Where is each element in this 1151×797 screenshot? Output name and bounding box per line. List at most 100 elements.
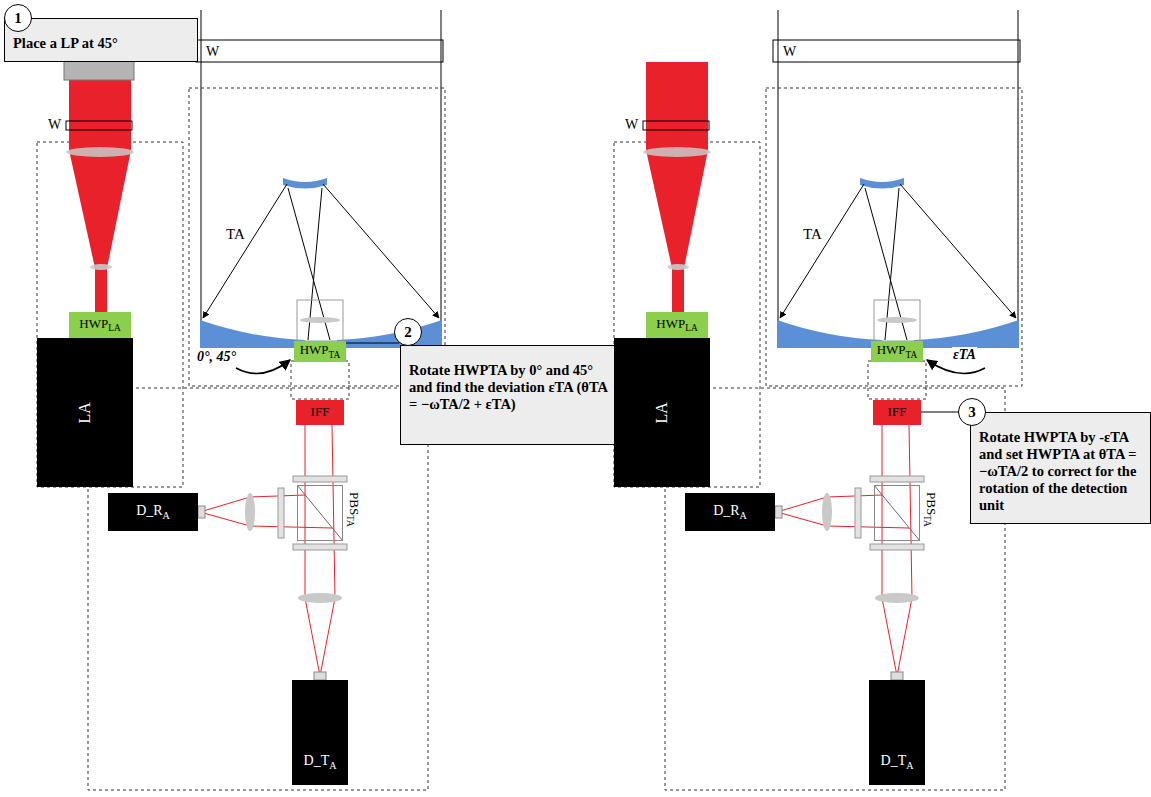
laser-assembly: LA xyxy=(614,338,710,487)
detector-window xyxy=(198,506,205,518)
telescope-side xyxy=(778,10,779,322)
node-text: HWP xyxy=(877,342,906,357)
beam-splitter: PBSTA xyxy=(874,485,920,541)
pbs-diagonal xyxy=(297,485,343,541)
detector-window xyxy=(314,672,326,680)
window xyxy=(196,40,443,62)
detector: D_TA xyxy=(292,680,348,785)
detector-window xyxy=(775,506,782,518)
subscript-text: LA xyxy=(108,323,120,333)
rotation-arrow xyxy=(236,360,290,373)
text-group: D_RA xyxy=(136,503,170,521)
detector: D_TA xyxy=(869,680,925,785)
ray xyxy=(900,184,1016,318)
filter-plate xyxy=(870,476,924,482)
subscript-text: A xyxy=(740,510,747,521)
node-text: D_T xyxy=(881,753,907,768)
window xyxy=(773,40,1020,62)
node-text: IFF xyxy=(888,404,907,419)
lens xyxy=(667,264,689,270)
primary-mirror xyxy=(337,320,442,348)
laser-assembly: LA xyxy=(37,338,133,487)
window xyxy=(643,121,709,130)
node-text: IFF xyxy=(311,404,330,419)
detector: D_RA xyxy=(685,493,775,531)
half-wave-plate: HWPTA xyxy=(294,341,346,362)
text-group: D_TA xyxy=(881,753,914,771)
subscript-text: TA xyxy=(922,515,932,527)
text-group: IFF xyxy=(888,405,907,419)
text-group: PBSTA xyxy=(922,492,938,527)
text-group: PBSTA xyxy=(345,492,361,527)
filter-plate xyxy=(293,544,347,550)
part-label: TA xyxy=(226,226,245,243)
secondary-mirror xyxy=(860,178,904,189)
primary-mirror xyxy=(914,320,1019,348)
detection-beam xyxy=(777,512,909,528)
interference-filter: IFF xyxy=(296,400,344,425)
text-group: HWPTA xyxy=(300,343,341,360)
lens xyxy=(90,264,112,270)
node-text: Place a LP at 45° xyxy=(13,35,118,51)
node-text: LA xyxy=(76,402,93,423)
secondary-mirror xyxy=(283,178,327,189)
text-group: 3 xyxy=(968,404,976,421)
lens xyxy=(822,493,832,531)
text-group: Place a LP at 45° xyxy=(13,35,118,52)
node-text: PBS xyxy=(347,492,362,515)
lens xyxy=(875,593,919,603)
text-group: IFF xyxy=(311,405,330,419)
text-group: LA xyxy=(76,402,94,423)
subscript-text: A xyxy=(329,760,336,771)
half-wave-plate: HWPLA xyxy=(646,312,708,338)
detector-window xyxy=(891,672,903,680)
panel xyxy=(37,10,445,790)
text-group: Rotate HWPTA by -εTA and set HWPTA at θT… xyxy=(979,429,1142,515)
text-group: 1 xyxy=(14,10,22,27)
subscript-text: A xyxy=(906,760,913,771)
panel xyxy=(614,10,1022,790)
text-group: HWPLA xyxy=(79,317,120,334)
text-group: 2 xyxy=(404,324,412,341)
text-group: D_TA xyxy=(304,753,337,771)
node-text: D_T xyxy=(304,753,330,768)
node-text: PBS xyxy=(924,492,939,515)
subscript-text: A xyxy=(163,510,170,521)
telescope-enclosure xyxy=(189,88,445,386)
telescope-side xyxy=(1018,10,1019,322)
leader-line xyxy=(346,343,399,344)
lens xyxy=(877,317,917,323)
interference-filter: IFF xyxy=(873,400,921,425)
text-group: D_RA xyxy=(713,503,747,521)
telescope-side xyxy=(201,10,202,322)
telescope-enclosure xyxy=(766,88,1022,386)
text-group: LA xyxy=(653,402,671,423)
window-label: W xyxy=(48,117,61,132)
window-label: W xyxy=(206,44,219,59)
ray xyxy=(323,184,439,318)
text-group: HWPLA xyxy=(656,317,697,334)
detection-enclosure xyxy=(88,388,428,790)
lens xyxy=(300,317,340,323)
callout-box: Rotate HWPTA by -εTA and set HWPTA at θT… xyxy=(970,412,1151,524)
node-text: HWP xyxy=(300,342,329,357)
text-group: Rotate HWPTA by 0° and 45° and find the … xyxy=(409,362,617,413)
telescope-side xyxy=(441,10,442,322)
callout-box: Place a LP at 45° xyxy=(4,18,198,62)
ray xyxy=(203,184,287,318)
subscript-text: TA xyxy=(345,515,355,527)
detection-beam xyxy=(200,512,332,528)
primary-mirror xyxy=(200,320,305,348)
detection-enclosure xyxy=(665,388,1005,790)
laser-beam xyxy=(69,80,131,312)
callout-number: 2 xyxy=(394,318,422,346)
node-text: HWP xyxy=(656,316,685,331)
node-text: HWP xyxy=(79,316,108,331)
subscript-text: TA xyxy=(906,350,918,360)
lens xyxy=(66,147,134,157)
filter-plate xyxy=(855,488,861,538)
half-wave-plate: HWPTA xyxy=(871,341,923,362)
window xyxy=(66,121,132,130)
